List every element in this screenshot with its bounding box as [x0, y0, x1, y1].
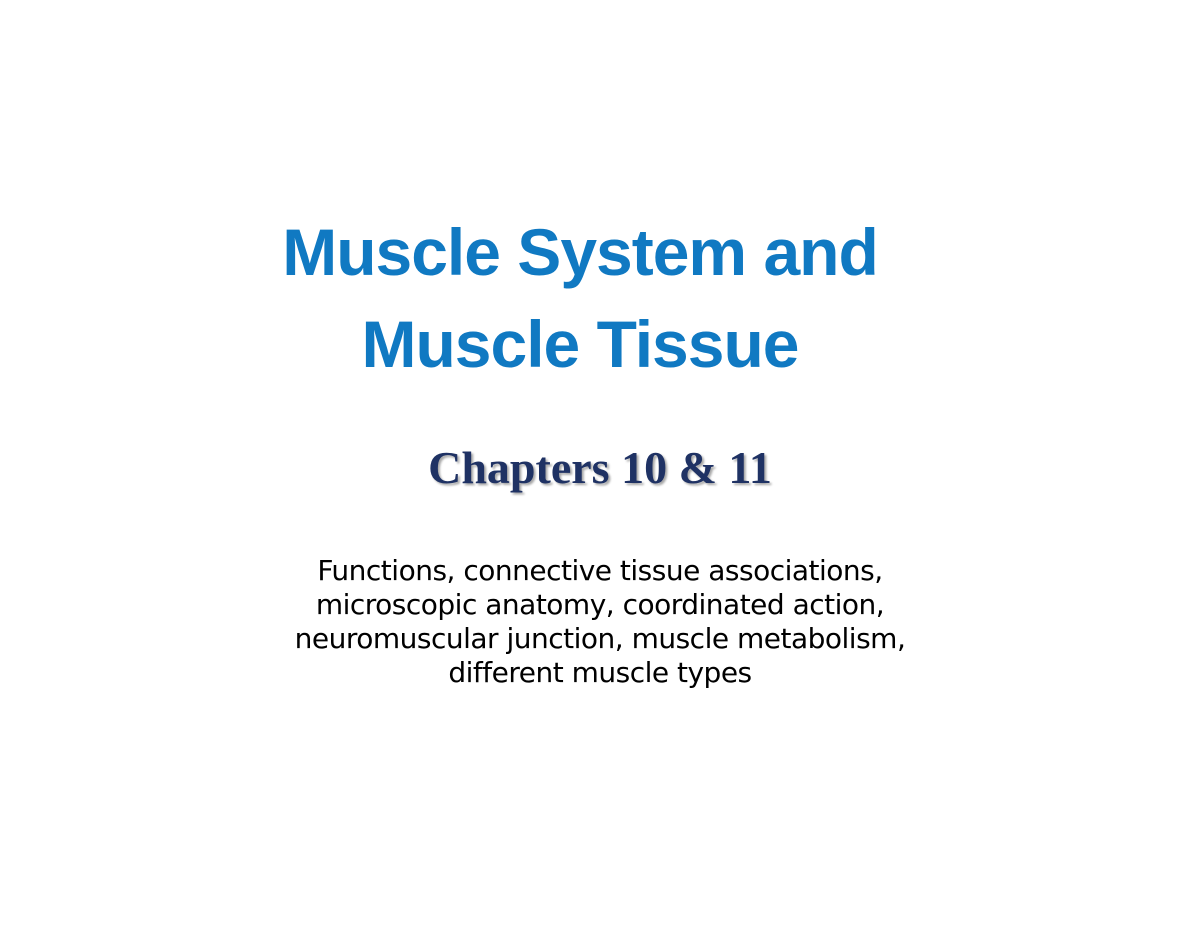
description-line: different muscle types [448, 656, 752, 689]
description-line: Functions, connective tissue association… [317, 554, 883, 587]
title-line: Muscle System and [282, 215, 879, 289]
slide-subtitle: Chapters 10 & 11 [428, 442, 772, 493]
title-line: Muscle Tissue [361, 307, 800, 381]
slide-title: Muscle System and Muscle Tissue [0, 206, 1160, 390]
description-line: microscopic anatomy, coordinated action, [315, 588, 885, 621]
description-line: neuromuscular junction, muscle metabolis… [294, 622, 906, 655]
slide-description: Functions, connective tissue association… [0, 554, 1200, 690]
